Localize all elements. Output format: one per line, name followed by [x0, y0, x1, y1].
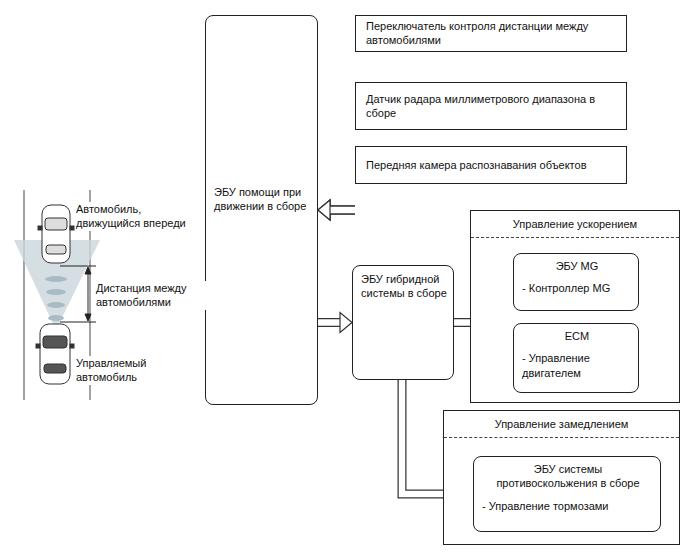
node-title: Передняя камера распознавания объектов: [366, 158, 586, 172]
node-title: ЭБУ помощи при движении в сборе: [214, 185, 309, 214]
ecu-box: ЭБУ системы противоскольжения в сборе - У…: [473, 456, 661, 532]
ecu-box: ЭБУ MG - Контроллер MG: [513, 253, 639, 311]
input-box: Датчик радара миллиметрового диапазона в…: [355, 82, 627, 130]
node-title: ЭБУ системы противоскольжения в сборе: [482, 462, 654, 491]
node-body: - Управление тормозами: [482, 499, 654, 513]
node-body: - Управление двигателем: [522, 351, 632, 380]
radar-waves: [45, 276, 67, 321]
callout-label: Автомобиль, движущийся впереди: [76, 202, 186, 231]
text-wrap: ЭБУ помощи при движении в сборе: [214, 185, 309, 214]
hollow-arrow: [318, 313, 352, 333]
ecu-box: ЭБУ гибридной системы в сборе: [352, 265, 454, 380]
input-box: Передняя камера распознавания объектов: [355, 146, 627, 184]
node-title: Датчик радара миллиметрового диапазона в…: [366, 92, 618, 121]
preceding-car: [38, 205, 74, 263]
distance-dimension: [60, 266, 96, 322]
control-group: Управление ускорениемЭБУ MG - Контроллер …: [470, 210, 680, 403]
text-wrap: Передняя камера распознавания объектов: [366, 158, 586, 172]
ecu-box: ECM - Управление двигателем: [513, 323, 639, 393]
own-car: [36, 324, 74, 384]
node-title: Управление замедлением: [444, 411, 679, 438]
text-wrap: Датчик радара миллиметрового диапазона в…: [366, 92, 618, 121]
node-title: Управление ускорением: [471, 211, 679, 238]
hollow-arrow: [318, 200, 355, 220]
callout-label: Дистанция между автомобилями: [96, 281, 206, 310]
node-title: ECM: [522, 329, 632, 343]
node-body: - Контроллер MG: [522, 281, 632, 295]
text-wrap: Переключатель контроля дистанции между а…: [366, 19, 618, 48]
road-edge: [23, 190, 24, 400]
callout-label: Управляемый автомобиль: [76, 356, 186, 385]
ecu-box: ЭБУ помощи при движении в сборе: [205, 15, 318, 405]
hollow-arrow: [318, 200, 355, 220]
control-group: Управление замедлениемЭБУ системы против…: [443, 410, 680, 545]
node-title: ЭБУ гибридной системы в сборе: [361, 272, 447, 301]
radar-beam: [14, 240, 100, 330]
node-title: ЭБУ MG: [522, 259, 632, 273]
node-title: Переключатель контроля дистанции между а…: [366, 19, 618, 48]
input-box: Переключатель контроля дистанции между а…: [355, 15, 627, 52]
hollow-arrow: [318, 200, 355, 220]
